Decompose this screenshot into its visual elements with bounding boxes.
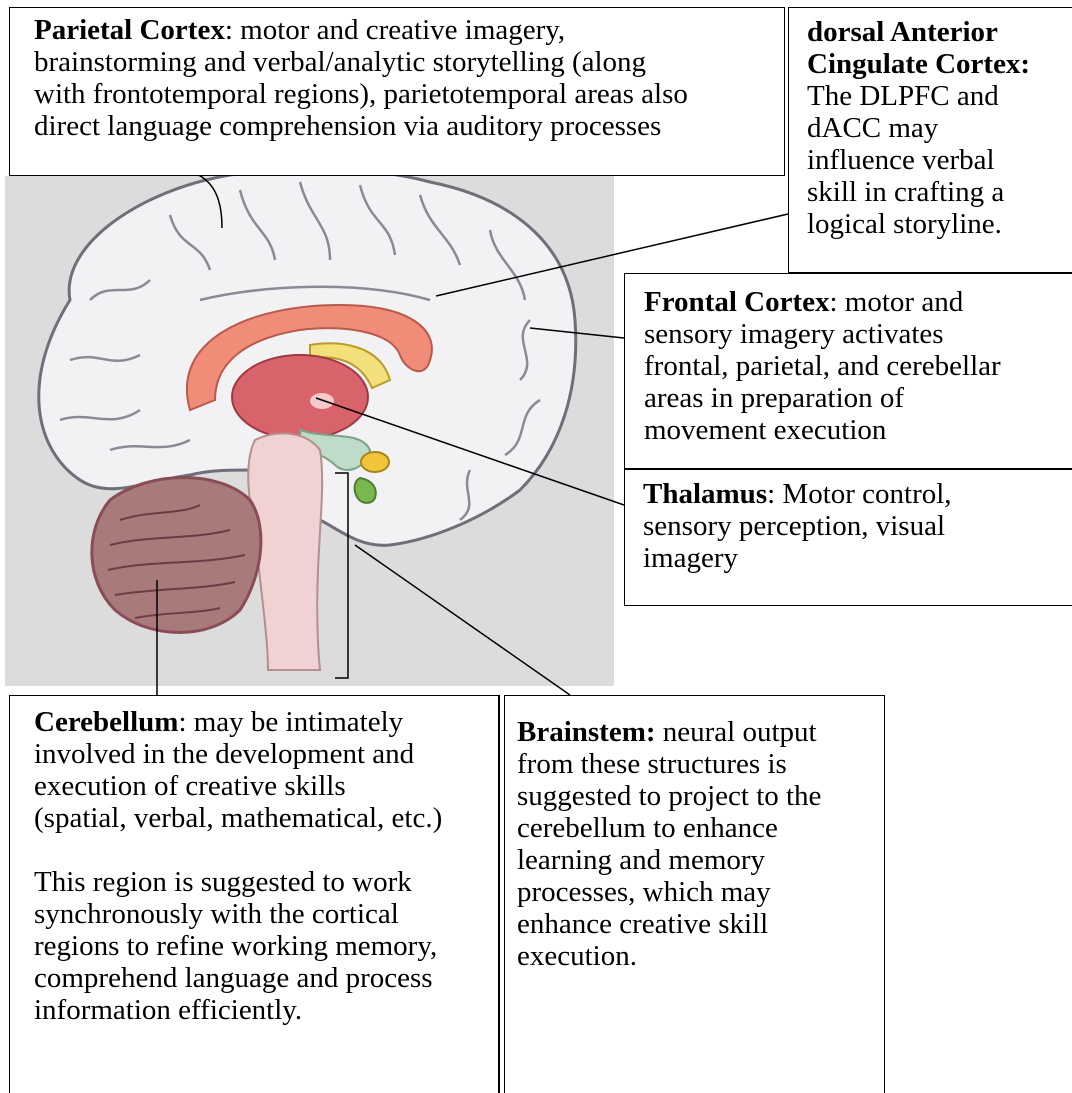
frontal-cortex-box: Frontal Cortex: motor and sensory imager…	[624, 273, 1072, 469]
cerebellum-structure	[92, 478, 261, 633]
parietal-line-1: Parietal Cortex: motor and creative imag…	[34, 14, 784, 46]
frontal-line-5: movement execution	[644, 414, 1072, 446]
thalamus-highlight	[310, 393, 334, 409]
frontal-title: Frontal Cortex	[644, 286, 830, 318]
parietal-title: Parietal Cortex	[34, 14, 225, 46]
frontal-line-4: areas in preparation of	[644, 382, 1072, 414]
brainstem-line-4: cerebellum to enhance	[517, 812, 884, 844]
parietal-text-1: : motor and creative imagery,	[225, 14, 565, 46]
cerebellum-line-2: involved in the development and	[34, 738, 498, 770]
amygdala	[361, 452, 389, 472]
cerebellum-title: Cerebellum	[34, 706, 178, 738]
dacc-title-text-2: Cingulate Cortex:	[807, 48, 1030, 80]
dacc-box: dorsal Anterior Cingulate Cortex: The DL…	[788, 7, 1072, 273]
parietal-line-3: with frontotemporal regions), parietotem…	[34, 78, 784, 110]
cerebellum-p2-line-3: regions to refine working memory,	[34, 930, 498, 962]
dacc-line-2: dACC may	[807, 112, 1072, 144]
dacc-title-text-1: dorsal Anterior	[807, 16, 998, 48]
thalamus-line-2: sensory perception, visual	[643, 510, 1072, 542]
brainstem-title: Brainstem:	[517, 716, 656, 748]
parietal-line-2: brainstorming and verbal/analytic storyt…	[34, 46, 784, 78]
cerebellum-text-1: : may be intimately	[178, 706, 403, 738]
brainstem-box: Brainstem: neural output from these stru…	[504, 695, 885, 1093]
cerebellum-p2-line-2: synchronously with the cortical	[34, 898, 498, 930]
thalamus-line-1: Thalamus: Motor control,	[643, 478, 1072, 510]
thalamus-text-1: : Motor control,	[767, 478, 951, 510]
thalamus-title: Thalamus	[643, 478, 767, 510]
brainstem-text-1: neural output	[656, 716, 817, 748]
thalamus-structure	[232, 355, 368, 439]
dacc-line-4: skill in crafting a	[807, 176, 1072, 208]
frontal-line-1: Frontal Cortex: motor and	[644, 286, 1072, 318]
thalamus-line-3: imagery	[643, 542, 1072, 574]
frontal-line-3: frontal, parietal, and cerebellar	[644, 350, 1072, 382]
frontal-line-2: sensory imagery activates	[644, 318, 1072, 350]
dacc-line-1: The DLPFC and	[807, 80, 1072, 112]
brainstem-line-1: Brainstem: neural output	[517, 716, 884, 748]
paragraph-gap	[34, 834, 498, 866]
parietal-cortex-box: Parietal Cortex: motor and creative imag…	[9, 7, 785, 176]
dacc-line-3: influence verbal	[807, 144, 1072, 176]
dacc-title-2: Cingulate Cortex:	[807, 48, 1072, 80]
brainstem-line-8: execution.	[517, 940, 884, 972]
cerebellum-line-3: execution of creative skills	[34, 770, 498, 802]
cerebellum-box: Cerebellum: may be intimately involved i…	[9, 695, 499, 1093]
brainstem-line-6: processes, which may	[517, 876, 884, 908]
cerebellum-line-1: Cerebellum: may be intimately	[34, 706, 498, 738]
frontal-text-1: : motor and	[830, 286, 964, 318]
brainstem-line-7: enhance creative skill	[517, 908, 884, 940]
dacc-title-1: dorsal Anterior	[807, 16, 1072, 48]
brainstem-line-5: learning and memory	[517, 844, 884, 876]
thalamus-box: Thalamus: Motor control, sensory percept…	[624, 469, 1072, 606]
brainstem-line-2: from these structures is	[517, 748, 884, 780]
cerebellum-p2-line-4: comprehend language and process	[34, 962, 498, 994]
cerebellum-p2-line-1: This region is suggested to work	[34, 866, 498, 898]
cerebellum-line-4: (spatial, verbal, mathematical, etc.)	[34, 802, 498, 834]
dacc-line-5: logical storyline.	[807, 208, 1072, 240]
parietal-line-4: direct language comprehension via audito…	[34, 110, 784, 142]
cerebellum-p2-line-5: information efficiently.	[34, 994, 498, 1026]
brainstem-line-3: suggested to project to the	[517, 780, 884, 812]
